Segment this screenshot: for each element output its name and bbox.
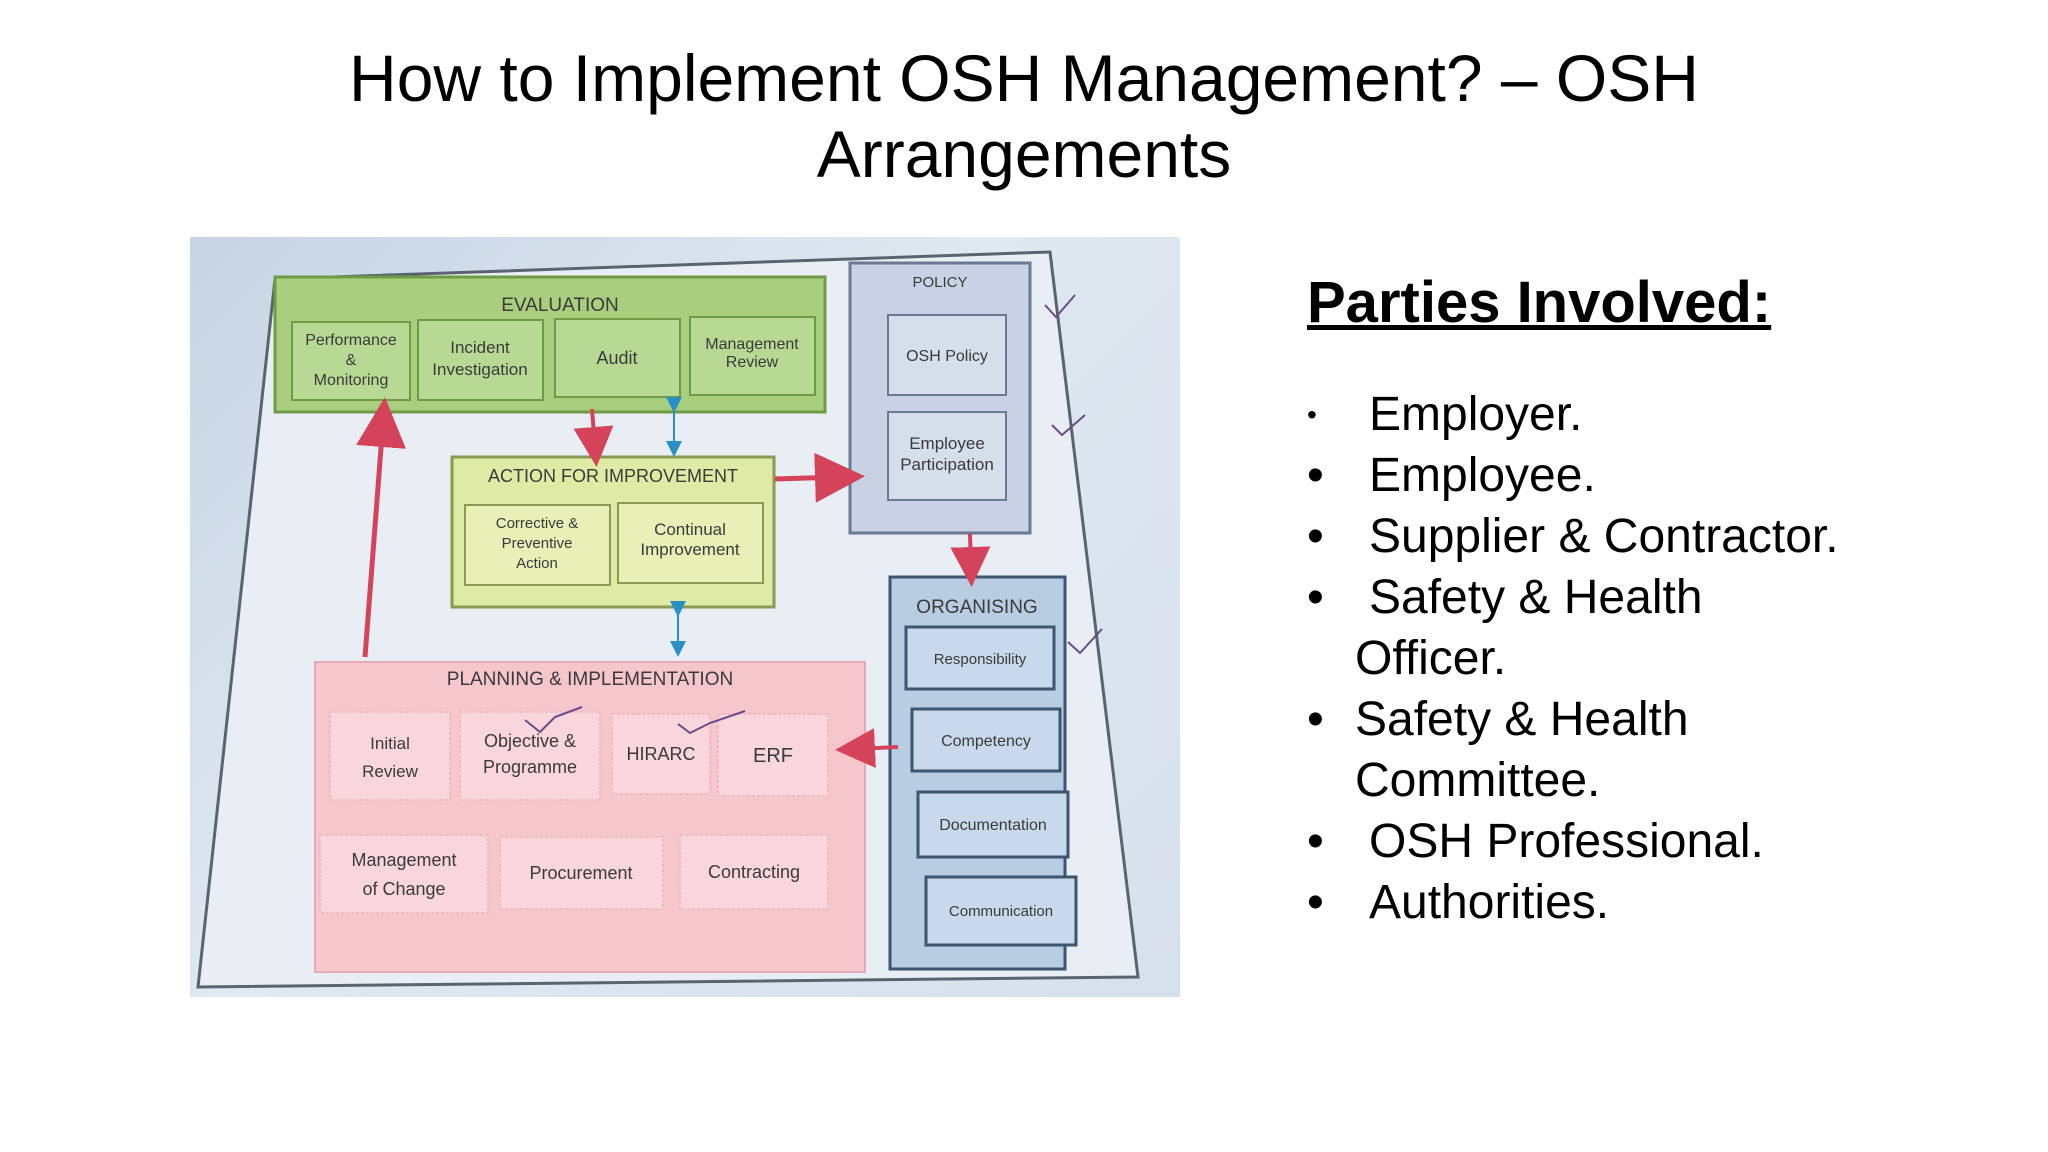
- responsibility-box: [904, 625, 1056, 691]
- hirarc-check-mark: [677, 710, 746, 735]
- party-safety-health-committee-line-1: Safety & Health: [1355, 693, 1689, 746]
- management-of-change-box: [319, 834, 489, 914]
- erf-box: [717, 713, 829, 797]
- procurement-text: Procurement: [529, 863, 632, 883]
- osh-policy-text: OSH Policy: [906, 348, 988, 365]
- hirarc-text: HIRARC: [626, 744, 695, 764]
- bullet: •: [1307, 399, 1317, 430]
- documentation-box: [916, 790, 1070, 859]
- participation-check-mark: [1051, 414, 1086, 437]
- planning-implementation-box: [314, 661, 866, 973]
- policy-to-organising-arrow: [950, 533, 991, 587]
- list-item: • Safety & Health Committee.: [1307, 689, 2007, 811]
- planning-heading: PLANNING & IMPLEMENTATION: [447, 669, 733, 690]
- competency-text: Competency: [941, 733, 1031, 750]
- objective-check-mark: [524, 706, 583, 734]
- of-change-text: of Change: [362, 879, 445, 899]
- party-safety-health-officer-line-2: Officer.: [1355, 632, 1507, 685]
- list-item: • Authorities.: [1307, 872, 2007, 933]
- list-item: • Employer.: [1307, 384, 2007, 445]
- parties-heading: Parties Involved:: [1307, 270, 1772, 335]
- organising-to-planning-arrow: [835, 728, 899, 769]
- organising-heading: ORGANISING: [916, 597, 1037, 618]
- management-review-box: [689, 316, 816, 396]
- bullet: •: [1307, 693, 1324, 746]
- continual-text: Continual: [654, 520, 726, 539]
- party-safety-health-committee-line-2: Committee.: [1355, 754, 1601, 807]
- incident-text: Incident: [450, 338, 510, 357]
- contracting-box: [679, 834, 829, 910]
- osh-framework-diagram: EVALUATION Performance & Monitoring Inci…: [196, 250, 1140, 989]
- communication-text: Communication: [949, 903, 1053, 920]
- initial-text: Initial: [370, 734, 410, 753]
- action-text: Action: [516, 555, 558, 572]
- audit-box: [554, 318, 681, 398]
- performance-monitoring-box: [291, 321, 411, 401]
- party-authorities: Authorities.: [1369, 876, 1610, 929]
- objective-programme-box: [459, 711, 601, 801]
- employee-text: Employee: [909, 434, 985, 453]
- objective-text: Objective &: [484, 731, 576, 751]
- responsibility-text: Responsibility: [934, 651, 1027, 668]
- action-to-policy-arrow: [774, 452, 865, 503]
- performance-amp-text: &: [346, 352, 357, 369]
- programme-text: Programme: [483, 757, 577, 777]
- review-text: Review: [726, 354, 779, 371]
- corrective-text: Corrective &: [496, 515, 579, 532]
- parties-list: • Employer. • Employee. • Supplier & Contra…: [1307, 384, 2007, 933]
- list-item: • Safety & Health Officer.: [1307, 567, 2007, 689]
- party-osh-professional: OSH Professional.: [1369, 815, 1764, 868]
- competency-box: [910, 707, 1062, 773]
- slide-title-line-1: How to Implement OSH Management? – OSH: [349, 41, 1699, 115]
- communication-box: [924, 875, 1078, 947]
- contracting-text: Contracting: [708, 862, 800, 882]
- monitoring-text: Monitoring: [314, 372, 389, 389]
- preventive-text: Preventive: [502, 535, 573, 552]
- slide-title-line-2: Arrangements: [816, 117, 1232, 191]
- party-safety-health-officer-line-1: Safety & Health: [1369, 571, 1703, 624]
- documentation-text: Documentation: [939, 817, 1047, 834]
- party-employer: Employer.: [1369, 388, 1583, 441]
- erf-text: ERF: [753, 745, 793, 767]
- initial-review-box: [329, 711, 451, 801]
- participation-text: Participation: [900, 455, 994, 474]
- action-heading: ACTION FOR IMPROVEMENT: [488, 466, 738, 486]
- list-item: • OSH Professional.: [1307, 811, 2007, 872]
- responsibility-check-mark: [1067, 628, 1103, 655]
- list-item: • Employee.: [1307, 445, 2007, 506]
- evaluation-heading: EVALUATION: [501, 295, 619, 316]
- audit-text: Audit: [596, 348, 637, 368]
- management-text: Management: [705, 336, 799, 353]
- employee-participation-box: [887, 411, 1007, 501]
- evaluation-to-action-arrow: [573, 408, 614, 467]
- parties-involved-section: Parties Involved: • Employer. • Employee. …: [1307, 268, 2007, 933]
- hirarc-box: [611, 713, 711, 795]
- osh-policy-box: [887, 314, 1007, 396]
- policy-check-mark: [1044, 294, 1076, 319]
- improvement-text: Improvement: [640, 540, 739, 559]
- party-supplier-contractor: Supplier & Contractor.: [1369, 510, 1839, 563]
- bullet: •: [1307, 449, 1324, 502]
- continual-improvement-box: [617, 502, 764, 584]
- management-change-text: Management: [351, 850, 456, 870]
- incident-investigation-box: [417, 319, 544, 401]
- performance-text: Performance: [305, 332, 397, 349]
- corrective-preventive-box: [464, 504, 611, 586]
- policy-heading: POLICY: [912, 274, 967, 291]
- procurement-box: [499, 836, 664, 910]
- bullet: •: [1307, 510, 1324, 563]
- list-item: • Supplier & Contractor.: [1307, 506, 2007, 567]
- slide-title: How to Implement OSH Management? – OSH A…: [0, 40, 2048, 192]
- osh-framework-diagram-photo: EVALUATION Performance & Monitoring Inci…: [190, 237, 1180, 997]
- bullet: •: [1307, 815, 1324, 868]
- initial-review-text: Review: [362, 762, 418, 781]
- planning-to-evaluation-arrow: [356, 397, 407, 658]
- investigation-text: Investigation: [432, 360, 527, 379]
- bullet: •: [1307, 876, 1324, 929]
- party-employee: Employee.: [1369, 449, 1596, 502]
- bullet: •: [1307, 571, 1324, 624]
